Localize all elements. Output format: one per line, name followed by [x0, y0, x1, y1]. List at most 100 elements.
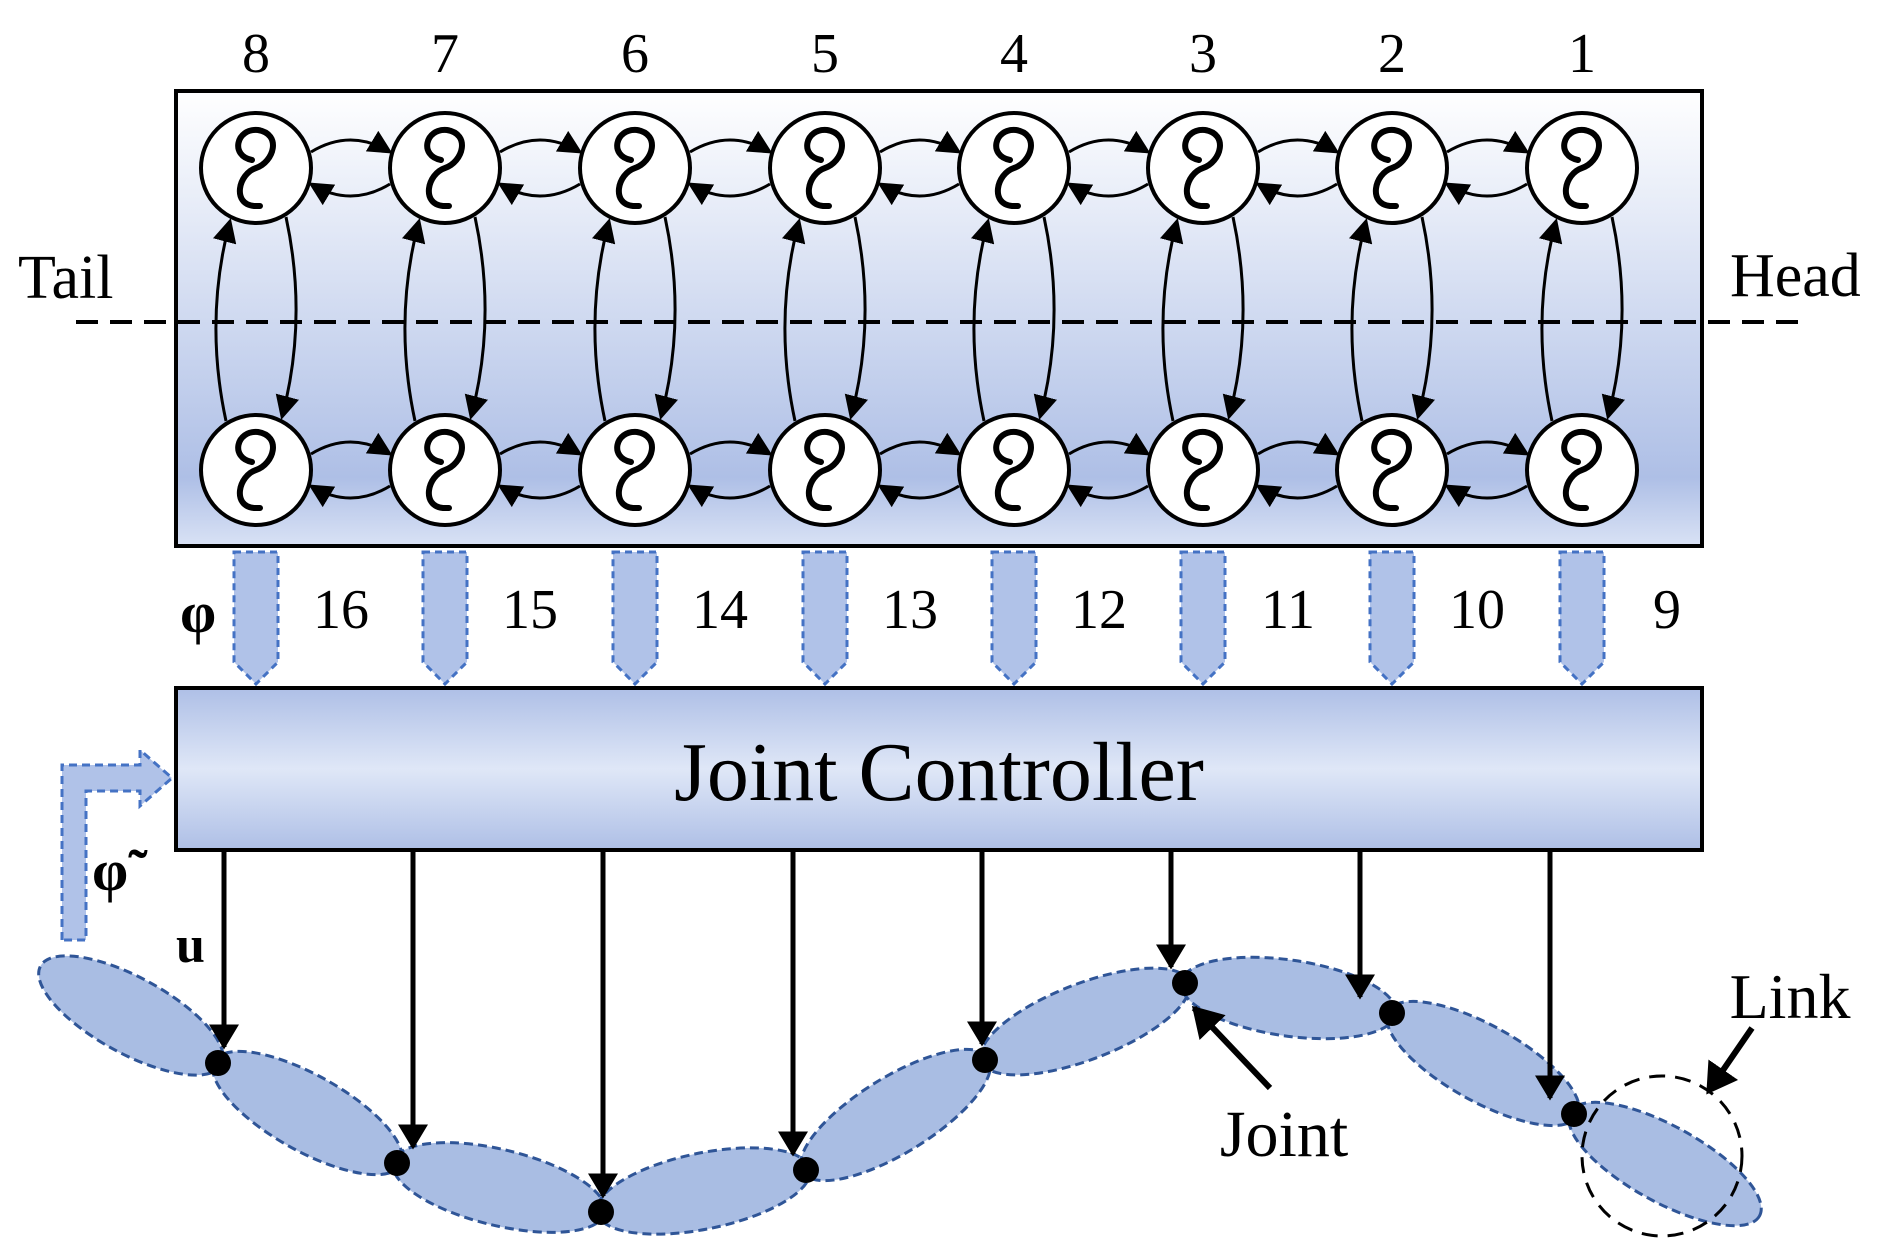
oscillator-number: 11 [1261, 579, 1315, 641]
coupling-arrow [1068, 130, 1151, 154]
coupling-arrow [844, 216, 868, 420]
phase-output-arrow [611, 550, 659, 687]
phi-label: φ [180, 580, 216, 645]
phase-output-arrow [801, 550, 849, 687]
oscillator-icon [1146, 111, 1260, 225]
snake-link [391, 1141, 607, 1234]
coupling-arrow [1257, 130, 1340, 154]
oscillator-number: 13 [882, 579, 938, 641]
oscillator-icon [578, 413, 692, 527]
link-label: Link [1730, 961, 1851, 1032]
coupling-arrow [1222, 216, 1246, 420]
coupling-arrow [213, 218, 237, 422]
joint-controller-label: Joint Controller [674, 726, 1204, 819]
joint-dot [384, 1150, 410, 1176]
phase-output-arrow [1368, 550, 1416, 687]
coupling-arrow [1255, 484, 1338, 508]
coupling-arrow [1066, 182, 1149, 206]
oscillator-icon [388, 413, 502, 527]
oscillator-number: 16 [313, 579, 369, 641]
oscillator-number: 12 [1071, 579, 1127, 641]
oscillator-icon [388, 111, 502, 225]
joint-dot [1561, 1101, 1587, 1127]
coupling-arrow [971, 218, 995, 422]
head-label: Head [1730, 242, 1861, 310]
oscillator-icon [578, 111, 692, 225]
snake-link [978, 966, 1192, 1077]
oscillator-number: 5 [811, 23, 839, 85]
joint-dot [588, 1199, 614, 1225]
oscillator-icon [1146, 413, 1260, 527]
coupling-arrow [310, 432, 393, 456]
coupling-arrow [1068, 432, 1151, 456]
snake-link [1385, 999, 1581, 1128]
link-highlight-circle [1580, 1074, 1744, 1238]
coupling-arrow [1446, 130, 1530, 154]
coupling-arrow [1349, 218, 1373, 422]
coupling-arrow [497, 484, 581, 508]
oscillator-icon [768, 413, 882, 527]
coupling-arrow [310, 130, 393, 154]
coupling-arrow [1257, 432, 1340, 456]
oscillator-number: 10 [1449, 579, 1505, 641]
snake-link [798, 1047, 993, 1183]
coupling-arrow [1601, 216, 1625, 420]
coupling-arrow [1033, 216, 1057, 420]
oscillator-icon [768, 111, 882, 225]
snake-link [1179, 955, 1398, 1041]
oscillator-number: 6 [621, 23, 649, 85]
coupling-arrow [308, 182, 391, 206]
oscillator-icon [1525, 413, 1639, 527]
oscillator-number: 1 [1568, 23, 1596, 85]
coupling-arrow [689, 130, 773, 154]
coupling-arrow [1444, 182, 1528, 206]
coupling-arrow [499, 130, 583, 154]
phase-output-arrow [1179, 550, 1227, 687]
oscillator-icon [199, 111, 313, 225]
snake-link [37, 954, 225, 1077]
oscillator-number: 7 [431, 23, 459, 85]
coupling-arrow [1255, 182, 1338, 206]
coupling-arrow [877, 182, 960, 206]
phi-tilde-label: φ̃ [92, 838, 148, 903]
oscillator-number: 14 [692, 579, 748, 641]
phase-output-arrow [421, 550, 469, 687]
oscillator-number: 4 [1000, 23, 1028, 85]
joint-dot [793, 1157, 819, 1183]
coupling-arrow [464, 216, 488, 420]
coupling-arrow [402, 218, 426, 422]
joint-dot [1379, 1000, 1405, 1026]
coupling-arrow [687, 182, 771, 206]
snake-link [211, 1049, 404, 1177]
oscillator-number: 9 [1653, 579, 1681, 641]
coupling-arrow [689, 432, 773, 456]
coupling-arrow [687, 484, 771, 508]
coupling-arrow [1446, 432, 1530, 456]
coupling-arrow [877, 484, 960, 508]
feedback-arrow [60, 746, 175, 942]
coupling-arrow [1444, 484, 1528, 508]
oscillator-icon [957, 413, 1071, 527]
oscillator-number: 3 [1189, 23, 1217, 85]
coupling-arrow [782, 218, 806, 422]
u-label: u [176, 917, 205, 974]
oscillator-icon [1335, 111, 1449, 225]
coupling-arrow [1539, 218, 1563, 422]
joint-dot [205, 1050, 231, 1076]
coupling-arrow [275, 216, 299, 420]
phase-output-arrows [232, 550, 1606, 687]
coupling-arrow [499, 432, 583, 456]
oscillator-icon [199, 413, 313, 527]
oscillators [199, 111, 1639, 527]
coupling-arrow [1411, 216, 1435, 420]
coupling-arrow [1160, 218, 1184, 422]
link-pointer-arrow [1705, 1026, 1755, 1095]
joint-dot [1172, 970, 1198, 996]
coupling-arrow [308, 484, 391, 508]
control-arrows [209, 852, 1565, 1199]
joint-label: Joint [1220, 1098, 1348, 1171]
coupling-arrows [213, 130, 1625, 508]
coupling-arrow [497, 182, 581, 206]
